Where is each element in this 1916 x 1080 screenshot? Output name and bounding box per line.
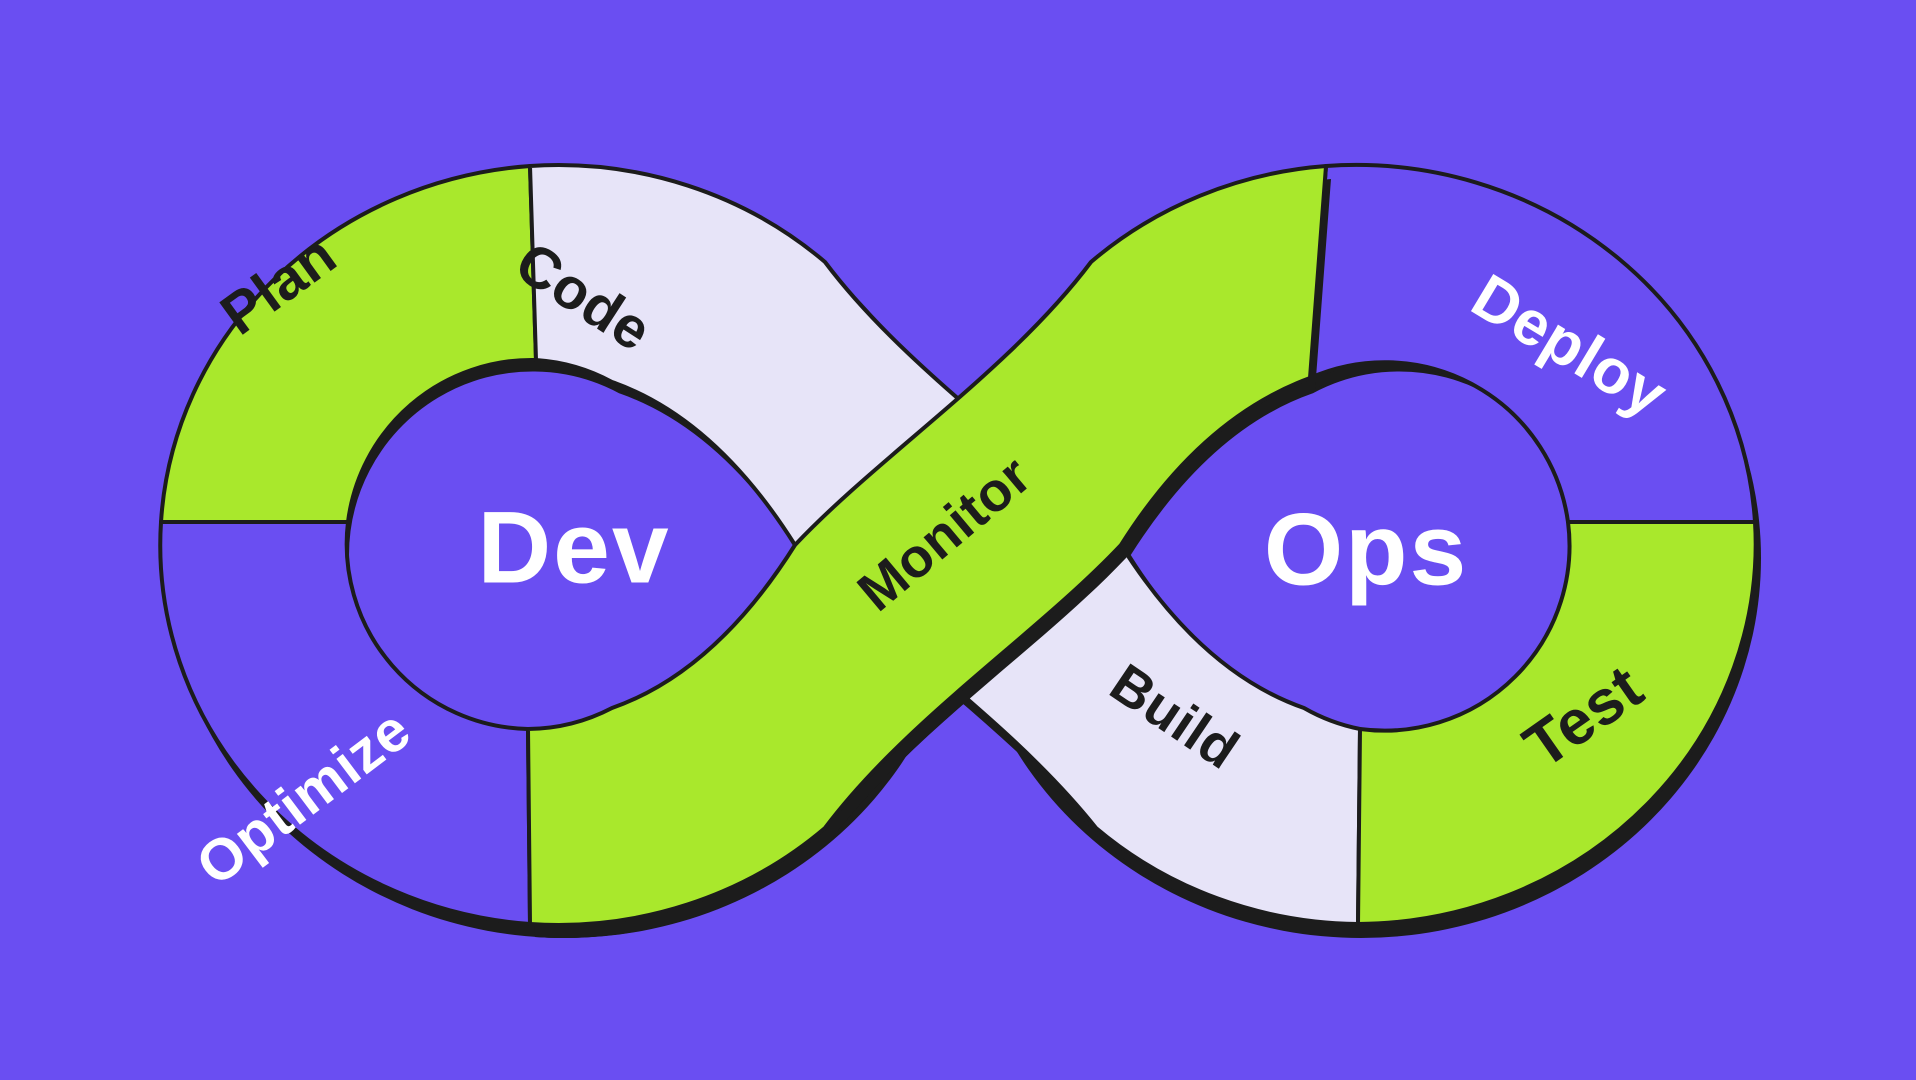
dev-loop-title: Dev — [477, 491, 670, 605]
segment-plan — [159, 164, 538, 524]
segment-monitor-band — [526, 164, 1328, 927]
segment-deploy — [1308, 162, 1757, 524]
segment-optimize — [158, 520, 532, 926]
ops-loop-title: Ops — [1264, 493, 1468, 607]
segment-test — [1356, 520, 1758, 926]
loop-islands — [346, 368, 1586, 742]
